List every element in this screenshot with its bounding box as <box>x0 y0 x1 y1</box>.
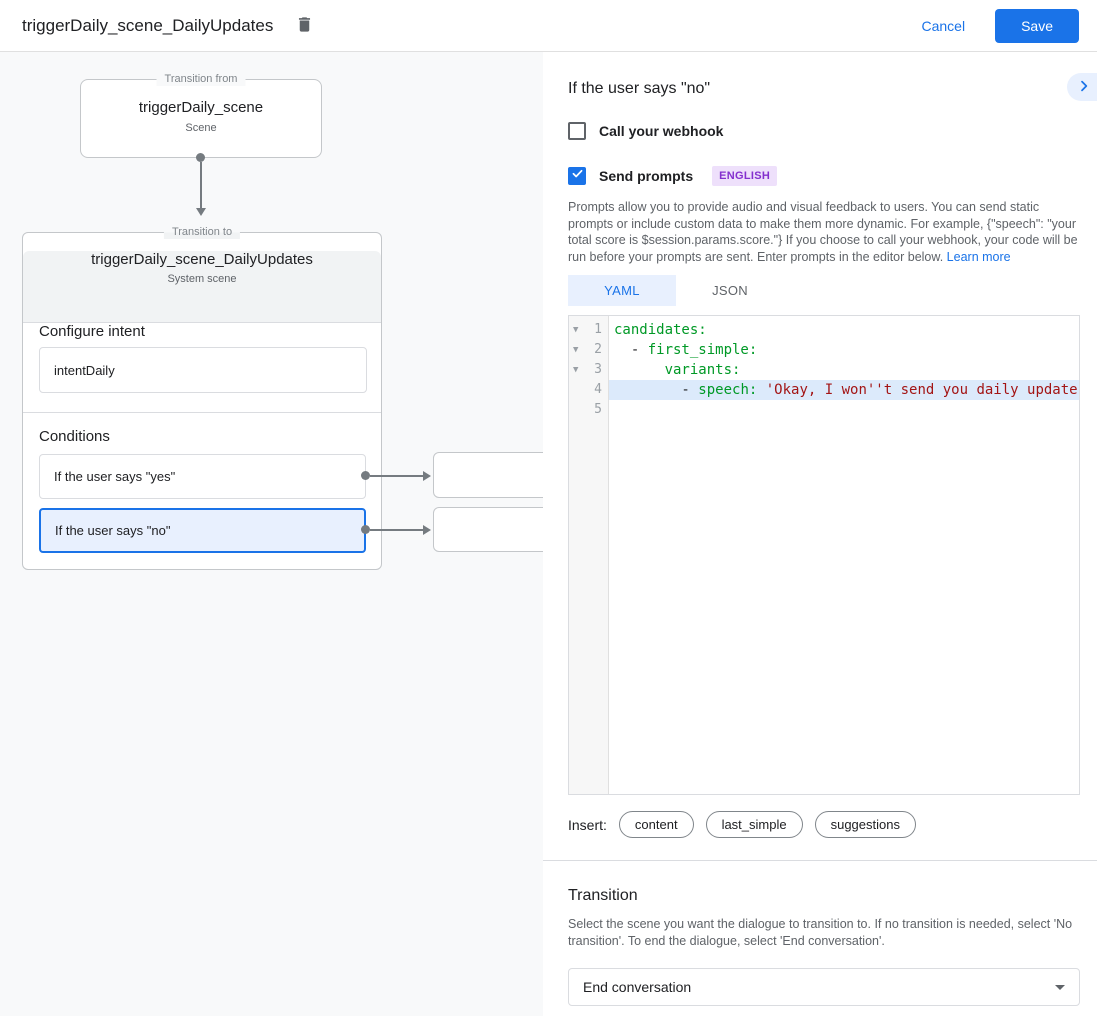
condition-no-arrowhead-icon <box>423 525 431 535</box>
connector-line <box>200 162 202 209</box>
prompt-code-editor[interactable]: ▼ 1 candidates: ▼ 2 - first_simple: ▼ 3 var… <box>568 315 1080 795</box>
tab-json[interactable]: JSON <box>712 283 748 298</box>
to-scene-subtitle: System scene <box>167 273 237 285</box>
save-button[interactable]: Save <box>995 8 1079 43</box>
transition-from-node[interactable]: Transition from triggerDaily_scene Scene <box>80 73 322 158</box>
node-divider <box>23 412 381 413</box>
from-scene-title: triggerDaily_scene <box>138 99 264 116</box>
transition-to-node[interactable]: Transition to triggerDaily_scene_DailyUp… <box>22 226 382 570</box>
connector-dot <box>196 153 205 162</box>
section-divider <box>543 860 1097 861</box>
transition-to-legend: Transition to <box>163 226 241 239</box>
webhook-label: Call your webhook <box>599 123 724 139</box>
condition-yes-target-node[interactable] <box>433 452 543 498</box>
condition-yes-arrow <box>370 475 424 477</box>
dropdown-caret-icon <box>1055 984 1065 990</box>
condition-no-port-dot <box>361 525 370 534</box>
prompts-description-text: Prompts allow you to provide audio and v… <box>568 200 1078 264</box>
editor-format-tabs: YAML JSON <box>568 275 784 306</box>
code-line-2: ▼ 2 - first_simple: <box>569 340 1079 360</box>
from-scene-subtitle: Scene <box>185 122 217 134</box>
condition-no-arrow <box>370 529 424 531</box>
fold-arrow-icon[interactable]: ▼ <box>573 345 579 355</box>
transition-select-value: End conversation <box>583 979 692 995</box>
top-bar: triggerDaily_scene_DailyUpdates Cancel S… <box>0 0 1097 52</box>
condition-yes-port-dot <box>361 471 370 480</box>
code-token: speech: <box>698 382 766 398</box>
to-scene-title: triggerDaily_scene_DailyUpdates <box>91 251 313 268</box>
code-token: variants: <box>664 362 741 378</box>
trash-icon <box>295 14 314 38</box>
collapse-panel-button[interactable] <box>1067 73 1097 101</box>
transition-select[interactable]: End conversation <box>568 968 1080 1006</box>
send-prompts-row[interactable]: Send prompts ENGLISH <box>568 166 778 186</box>
code-token: - <box>614 342 648 358</box>
transition-description: Select the scene you want the dialogue t… <box>568 917 1073 948</box>
connector-arrowhead-icon <box>196 208 206 216</box>
delete-button[interactable] <box>291 13 317 39</box>
code-line-3: ▼ 3 variants: <box>569 360 1079 380</box>
line-number: 2 <box>594 342 602 357</box>
code-token: first_simple: <box>647 342 758 358</box>
send-prompts-checkbox[interactable] <box>568 167 586 185</box>
line-number: 1 <box>594 322 602 337</box>
line-number: 5 <box>594 402 602 417</box>
check-icon <box>571 167 584 185</box>
tab-yaml[interactable]: YAML <box>568 275 676 306</box>
condition-detail-panel: If the user says "no" Call your webhook … <box>543 52 1097 1016</box>
intent-field[interactable]: intentDaily <box>39 347 367 393</box>
learn-more-link[interactable]: Learn more <box>946 249 1011 264</box>
webhook-checkbox[interactable] <box>568 122 586 140</box>
fold-arrow-icon[interactable]: ▼ <box>573 365 579 375</box>
panel-title: If the user says "no" <box>568 80 711 97</box>
editor-gutter <box>569 316 609 794</box>
code-token: 'Okay, I won''t send you daily update <box>765 382 1078 398</box>
code-line-1: ▼ 1 candidates: <box>569 320 1079 340</box>
cancel-button[interactable]: Cancel <box>921 17 966 34</box>
line-number: 3 <box>594 362 602 377</box>
insert-chip-last-simple[interactable]: last_simple <box>705 811 803 838</box>
condition-yes-arrowhead-icon <box>423 471 431 481</box>
transition-section-title: Transition <box>568 887 638 904</box>
chevron-right-icon <box>1076 78 1092 97</box>
language-badge: ENGLISH <box>712 166 778 186</box>
send-prompts-label: Send prompts <box>599 168 694 184</box>
code-line-4-highlighted: 4 - speech: 'Okay, I won''t send you dai… <box>569 380 1079 400</box>
configure-intent-label: Configure intent <box>39 323 145 340</box>
condition-row-no[interactable]: If the user says "no" <box>39 508 366 553</box>
insert-toolbar: Insert: content last_simple suggestions <box>568 811 916 838</box>
flow-canvas[interactable]: Transition from triggerDaily_scene Scene… <box>0 52 543 1016</box>
code-token: - <box>614 382 699 398</box>
call-webhook-row[interactable]: Call your webhook <box>568 122 723 140</box>
insert-label: Insert: <box>568 816 607 833</box>
conditions-label: Conditions <box>39 428 110 445</box>
transition-from-legend: Transition from <box>156 73 246 86</box>
code-token: candidates: <box>614 322 707 338</box>
line-number: 4 <box>594 382 602 397</box>
condition-no-target-node[interactable] <box>433 507 543 552</box>
condition-row-yes[interactable]: If the user says "yes" <box>39 454 366 499</box>
insert-chip-suggestions[interactable]: suggestions <box>814 811 916 838</box>
code-line-5: 5 <box>569 400 1079 420</box>
fold-arrow-icon[interactable]: ▼ <box>573 325 579 335</box>
page-title: triggerDaily_scene_DailyUpdates <box>22 15 274 35</box>
code-token <box>614 362 665 378</box>
to-scene-header: triggerDaily_scene_DailyUpdates System s… <box>23 251 381 323</box>
prompts-description: Prompts allow you to provide audio and v… <box>568 199 1086 265</box>
insert-chip-content[interactable]: content <box>618 811 694 838</box>
